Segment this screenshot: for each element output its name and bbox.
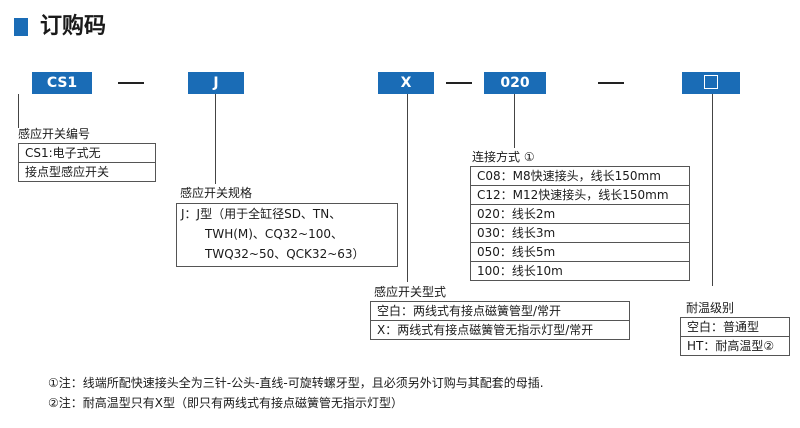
connector-line [407,94,408,282]
connector-line [215,94,216,184]
table-cell: 空白：两线式有接点磁簧管型/常开 [370,301,630,321]
separator-dash [118,82,144,84]
table-cell: 030：线长3m [470,223,690,243]
separator-dash [598,82,624,84]
code-j: J [188,72,244,94]
connector-line [18,94,19,128]
table-cell: 接点型感应开关 [18,162,156,182]
switch-number-title: 感应开关编号 [18,127,91,141]
connection-title: 连接方式 ① [472,150,535,164]
table-cell: X：两线式有接点磁簧管无指示灯型/常开 [370,320,630,340]
code-cs1: CS1 [32,72,92,94]
title-marker [14,18,28,36]
spec-title: 感应开关规格 [180,186,253,200]
temp-title: 耐温级别 [686,301,735,315]
note-1: ①注：线端所配快速接头全为三针-公头-直线-可旋转螺牙型，且必须另外订购与其配套… [48,376,544,390]
table-cell: 050：线长5m [470,242,690,262]
table-cell: 100：线长10m [470,261,690,281]
connection-table: C08：M8快速接头，线长150mm C12：M12快速接头，线长150mm 0… [470,166,690,281]
switch-type-title: 感应开关型式 [374,285,447,299]
spec-line: J：J型（用于全缸径SD、TN、 [181,207,342,221]
code-x: X [378,72,434,94]
code-temp-placeholder [682,72,740,94]
connector-line [712,94,713,286]
table-cell: CS1:电子式无 [18,143,156,163]
switch-number-table: CS1:电子式无 接点型感应开关 [18,143,156,182]
table-cell: HT：耐高温型② [680,336,790,356]
spec-line: TWQ32~50、QCK32~63） [205,247,365,261]
table-cell: C12：M12快速接头，线长150mm [470,185,690,205]
code-020: 020 [484,72,546,94]
blank-square-icon [704,74,718,89]
table-cell: C08：M8快速接头，线长150mm [470,166,690,186]
separator-dash [446,82,472,84]
spec-line: TWH(M)、CQ32~100、 [205,227,343,241]
page-title: 订购码 [40,14,107,39]
note-2: ②注：耐高温型只有X型（即只有两线式有接点磁簧管无指示灯型） [48,396,403,410]
temp-table: 空白：普通型 HT：耐高温型② [680,317,790,356]
table-cell: 空白：普通型 [680,317,790,337]
table-cell: 020：线长2m [470,204,690,224]
connector-line [514,94,515,148]
switch-type-table: 空白：两线式有接点磁簧管型/常开 X：两线式有接点磁簧管无指示灯型/常开 [370,301,630,340]
spec-box: J：J型（用于全缸径SD、TN、 TWH(M)、CQ32~100、 TWQ32~… [176,203,398,267]
